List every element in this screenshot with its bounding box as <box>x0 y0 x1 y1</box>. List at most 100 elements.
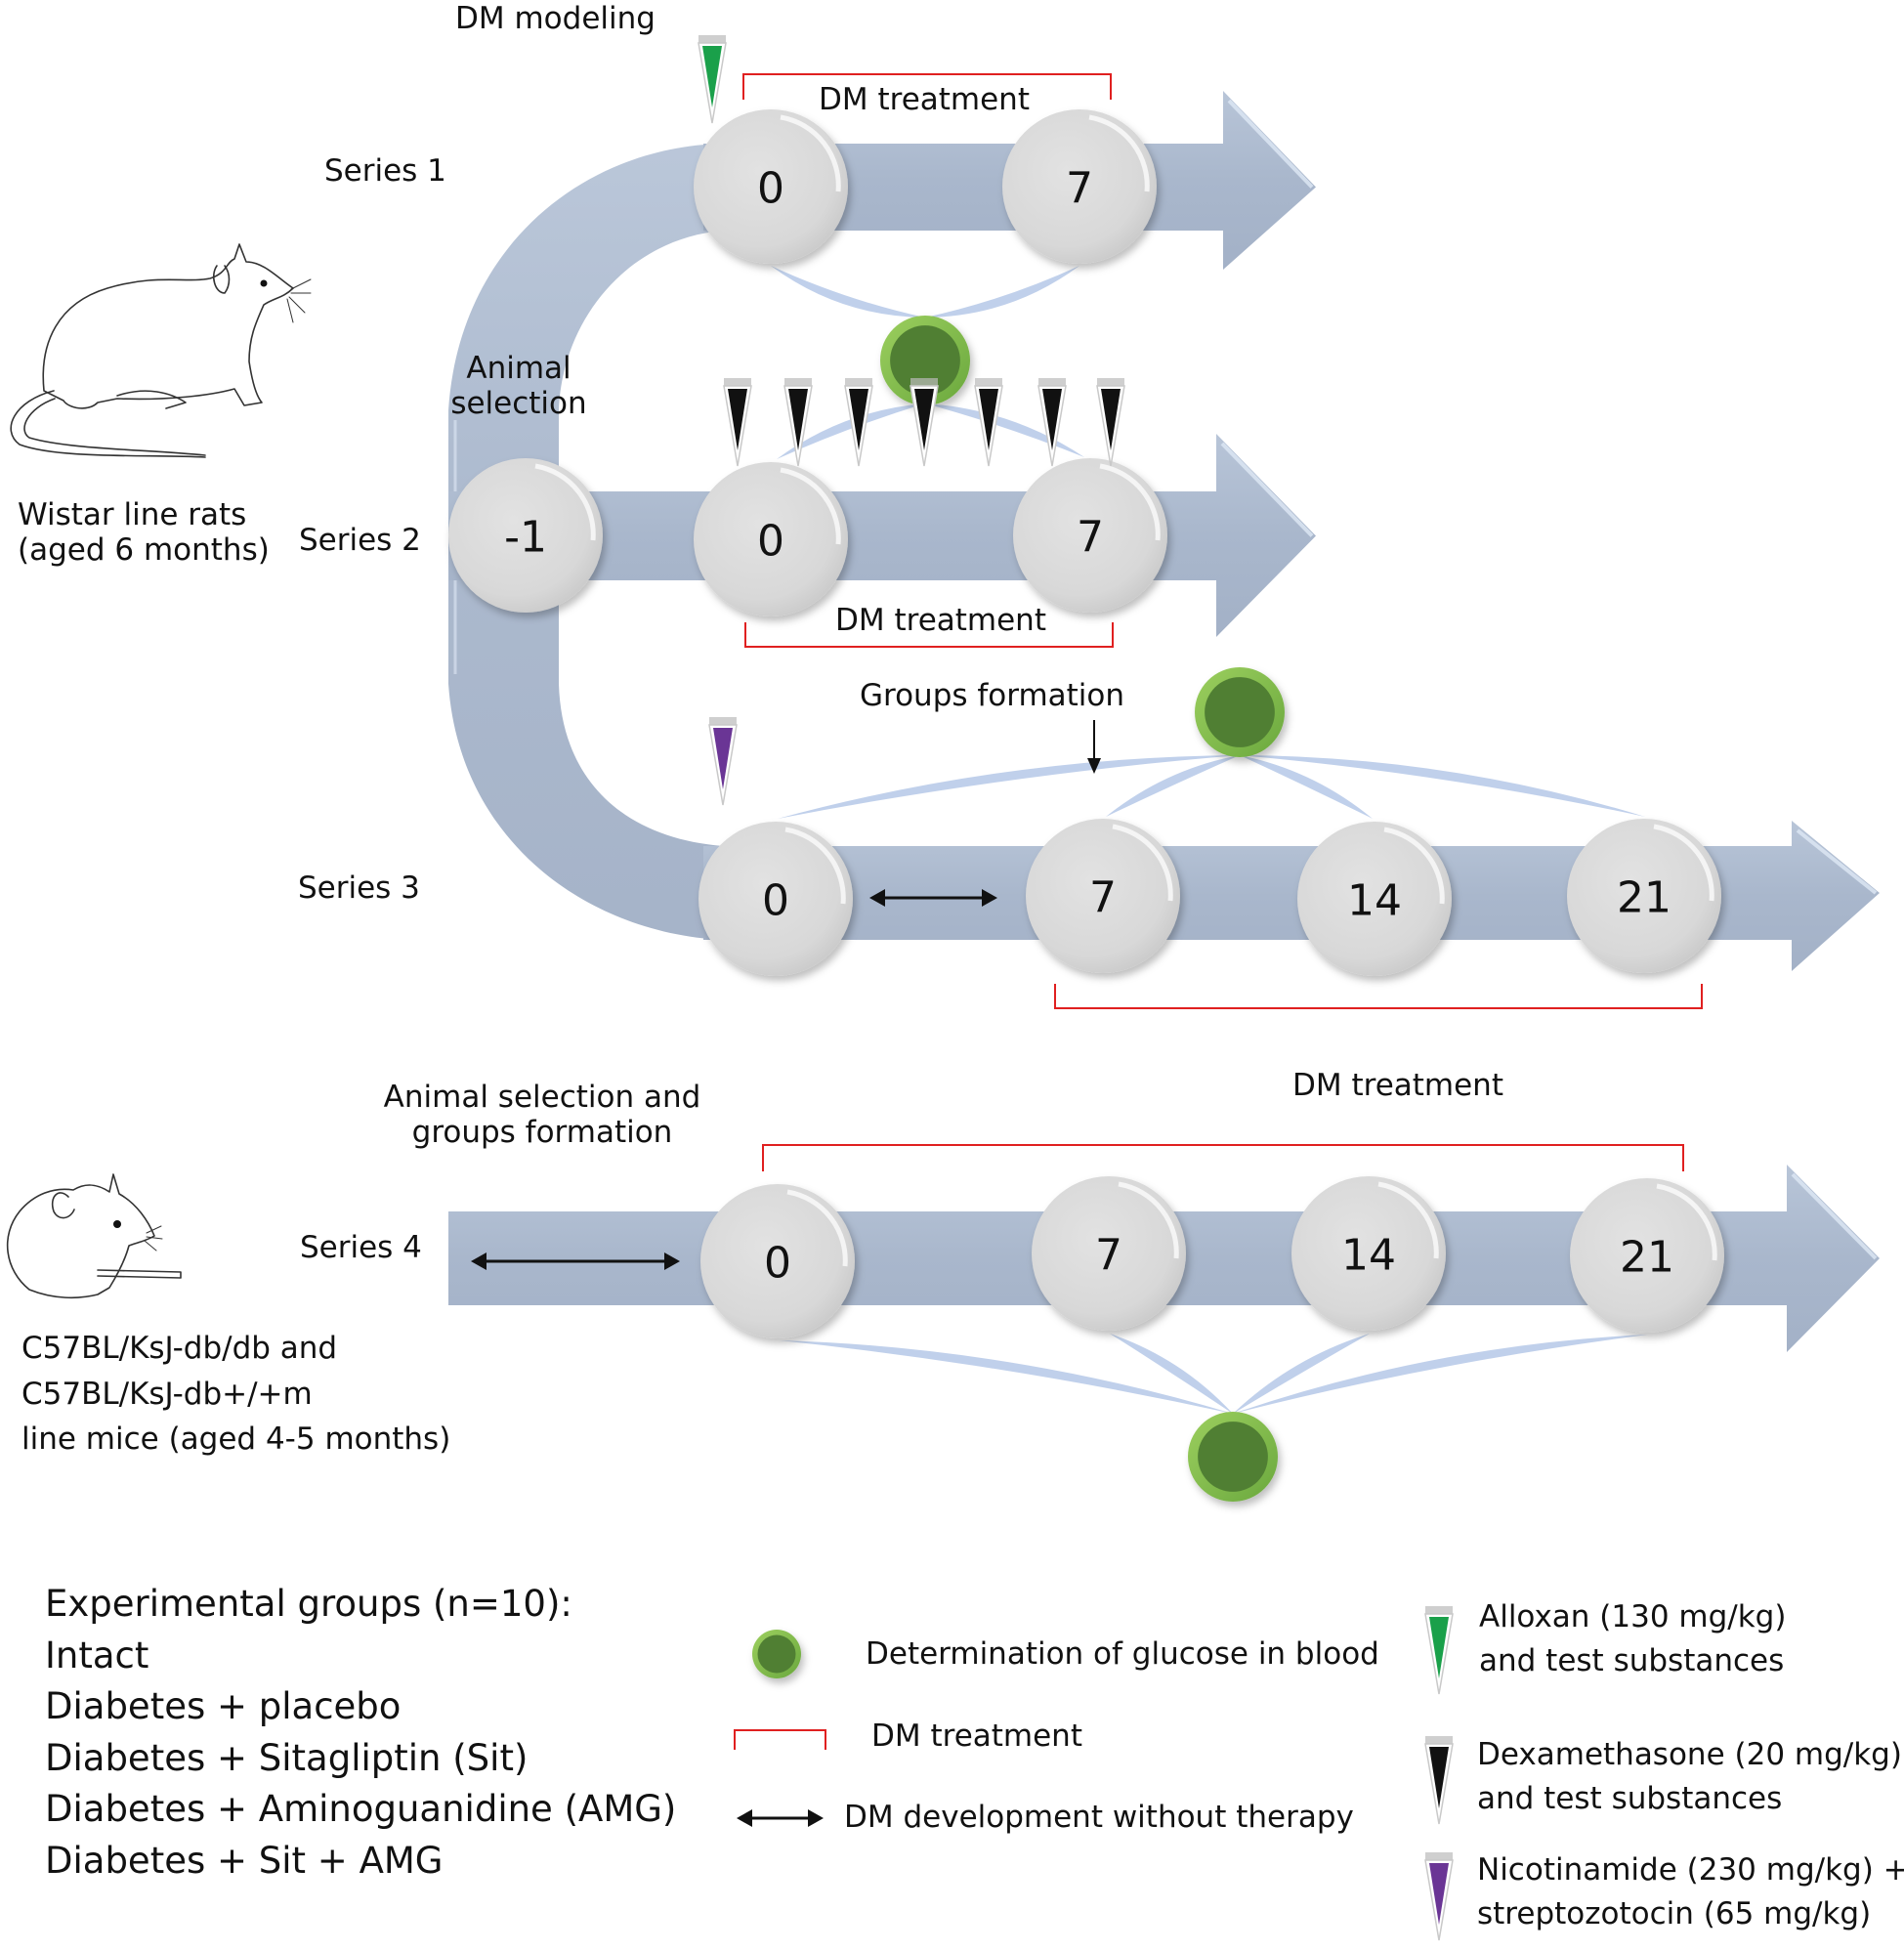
series-1-arrow-highlight <box>1227 99 1314 189</box>
mouse-body-outline <box>6 1173 155 1299</box>
legend-dexamethasone-line-2: and test substances <box>1477 1780 1783 1816</box>
dexamethasone-injection-icon <box>844 378 873 467</box>
double-arrow-head-left <box>471 1252 487 1270</box>
day-circle-gloss <box>1118 1181 1179 1259</box>
series-4-no-therapy-arrow <box>471 1252 680 1270</box>
day-circle-gloss <box>780 114 841 192</box>
needle-fill <box>1042 389 1062 450</box>
double-arrow-head-right <box>808 1809 824 1827</box>
rat-description-line-1: Wistar line rats <box>18 497 247 532</box>
needle-cap <box>845 378 872 388</box>
glucose-determination-icon <box>880 316 970 405</box>
group-item: Diabetes + Sitagliptin (Sit) <box>45 1736 529 1779</box>
legend-development-icon <box>737 1809 824 1827</box>
day-circle-gloss <box>1088 114 1150 192</box>
mouse-description-line-3: line mice (aged 4-5 months) <box>21 1422 451 1457</box>
day-circle-shape <box>694 462 848 616</box>
day-circle-gloss <box>1656 1183 1717 1261</box>
series-4-selection-line-1: Animal selection and <box>383 1080 701 1115</box>
day-circle-gloss <box>1112 824 1173 902</box>
series-4-label: Series 4 <box>300 1230 422 1265</box>
day-number: 0 <box>762 876 789 926</box>
rat-tail <box>10 390 206 458</box>
series-2-arrow-highlight <box>1220 442 1314 537</box>
day-circle-gloss <box>1383 827 1445 905</box>
double-arrow-head-right <box>982 889 997 907</box>
day-number: 0 <box>757 164 784 214</box>
mouse-description-line-1: C57BL/KsJ-db/db and <box>21 1331 338 1366</box>
mouse-whiskers <box>144 1225 163 1252</box>
series-1-label: Series 1 <box>324 153 446 189</box>
day-number: -1 <box>504 513 547 563</box>
needle-cap <box>975 378 1002 388</box>
needle-fill <box>1429 1617 1449 1678</box>
day-circle-shape <box>1013 458 1167 613</box>
needle-cap <box>698 35 726 45</box>
rat-ear <box>213 265 231 294</box>
rat-body-outline <box>42 243 294 409</box>
series-4-day-circle: 7 <box>1032 1176 1186 1331</box>
legend-nicotinamide-line-2: streptozotocin (65 mg/kg) <box>1477 1895 1872 1931</box>
animal-selection-line-1: Animal <box>466 351 571 386</box>
glucose-connector <box>925 266 1079 318</box>
legend-alloxan-line-1: Alloxan (130 mg/kg) <box>1479 1599 1787 1634</box>
animal-selection-line-2: selection <box>450 385 587 421</box>
day-number: 7 <box>1077 513 1104 563</box>
day-number: 7 <box>1095 1231 1122 1281</box>
groups-formation-label: Groups formation <box>860 678 1125 713</box>
needle-cap <box>724 378 751 388</box>
groups-formation-arrow <box>1087 720 1101 774</box>
needle-cap <box>1097 378 1124 388</box>
needle-cap <box>709 717 737 727</box>
series-3-no-therapy-arrow <box>869 889 997 907</box>
legend-dexamethasone-line-1: Dexamethasone (20 mg/kg) <box>1477 1737 1902 1772</box>
day-number: 14 <box>1341 1231 1396 1281</box>
needle-fill <box>713 728 733 789</box>
rat-description-line-2: (aged 6 months) <box>18 531 270 568</box>
series-2-day-circle: 7 <box>1013 458 1167 613</box>
experimental-groups: Experimental groups (n=10): Intact Diabe… <box>45 1579 676 1887</box>
curved-flow-band <box>448 144 723 940</box>
needle-cap <box>1425 1606 1453 1616</box>
needle-fill <box>1429 1863 1449 1925</box>
mouse-icon <box>6 1173 182 1299</box>
mouse-ear <box>51 1192 75 1219</box>
series-2-day-circle: 0 <box>694 462 848 616</box>
series-3-treatment-bracket <box>1054 984 1703 1009</box>
legend-dexamethasone-icon <box>1424 1736 1454 1825</box>
mouse-eye <box>113 1220 121 1228</box>
day-circle-shape <box>1297 822 1452 976</box>
legend-treatment-label: DM treatment <box>871 1719 1082 1754</box>
legend-alloxan: Alloxan (130 mg/kg) and test substances <box>1479 1595 1786 1683</box>
glucose-connector <box>1240 755 1645 817</box>
series-1-treatment-bracket <box>742 73 1112 100</box>
dm-modeling-label: DM modeling <box>455 1 656 36</box>
series-1-day-circle: 7 <box>1002 109 1157 264</box>
day-number: 7 <box>1089 873 1117 923</box>
double-arrow-head-left <box>737 1809 752 1827</box>
day-circle-shape <box>1570 1178 1724 1333</box>
dexamethasone-injection-icon <box>783 378 813 467</box>
day-circle-gloss <box>784 827 846 905</box>
needle-fill <box>702 46 722 107</box>
glucose-determination-icon <box>1195 667 1285 757</box>
series-3-day-circle: 7 <box>1026 819 1180 973</box>
alloxan-injection-icon <box>698 35 727 124</box>
group-item: Diabetes + placebo <box>45 1685 402 1728</box>
glucose-core <box>1205 677 1275 747</box>
day-circle-shape <box>1032 1176 1186 1331</box>
legend-nicotinamide-line-1: Nicotinamide (230 mg/kg) + <box>1477 1852 1904 1888</box>
series-3-label: Series 3 <box>298 870 420 906</box>
dexamethasone-injection-icon <box>1037 378 1067 467</box>
series-2-day-circle: -1 <box>448 458 603 613</box>
needle-cap <box>1425 1736 1453 1746</box>
day-number: 0 <box>757 517 784 567</box>
legend-glucose-label: Determination of glucose in blood <box>866 1636 1379 1672</box>
series-4-treatment-label: DM treatment <box>1292 1068 1503 1103</box>
needle-fill <box>1429 1747 1449 1808</box>
dexamethasone-injection-icon <box>974 378 1003 467</box>
legend-glucose-icon <box>752 1630 801 1678</box>
series-4-day-circle: 0 <box>700 1184 855 1338</box>
